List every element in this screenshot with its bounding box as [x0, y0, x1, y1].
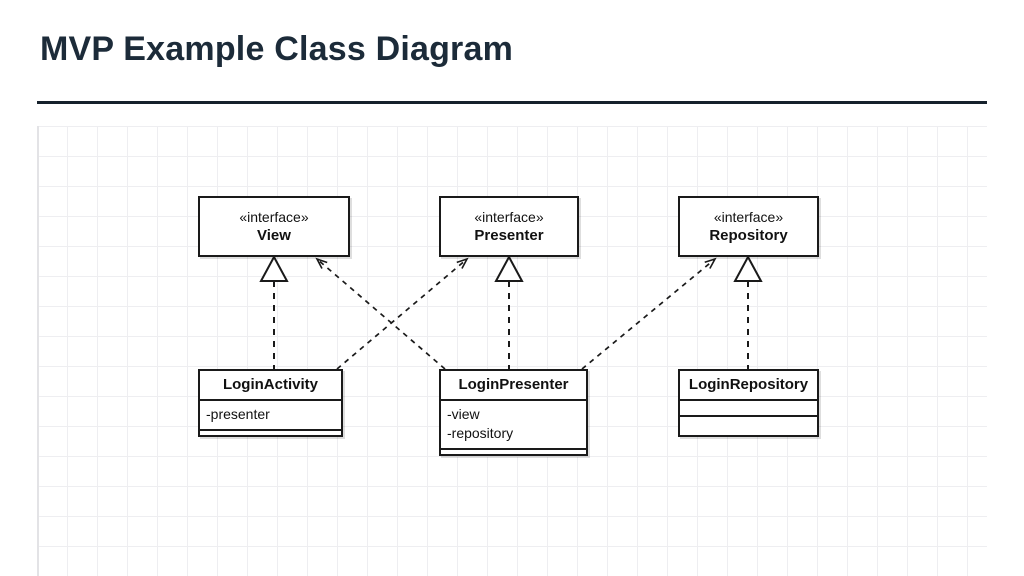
class-attributes: -view -repository: [441, 401, 586, 450]
dependency-loginpresenter-view: [315, 257, 446, 370]
class-operations: [441, 450, 586, 462]
interface-name: View: [257, 227, 291, 244]
class-node-loginpresenter[interactable]: LoginPresenter -view -repository: [439, 369, 588, 456]
connector-layer: Presenter --> View --> Repository -->: [259, 254, 763, 370]
canvas-left-edge: [37, 126, 39, 576]
dependency-loginactivity-presenter: [336, 257, 469, 370]
page-title: MVP Example Class Diagram: [40, 30, 514, 68]
realization-loginpresenter-presenter: [494, 254, 524, 369]
interface-node-presenter[interactable]: «interface» Presenter: [439, 196, 579, 257]
class-attribute: -presenter: [206, 406, 270, 422]
class-node-loginactivity[interactable]: LoginActivity -presenter: [198, 369, 343, 437]
interface-node-view[interactable]: «interface» View: [198, 196, 350, 257]
class-operations: [200, 431, 341, 443]
class-attributes: -presenter: [200, 401, 341, 431]
interface-node-repository[interactable]: «interface» Repository: [678, 196, 819, 257]
class-node-loginrepository[interactable]: LoginRepository: [678, 369, 819, 437]
interface-stereotype: «interface»: [474, 209, 544, 225]
title-divider: [37, 101, 987, 104]
class-name: LoginRepository: [680, 371, 817, 401]
class-attributes: [680, 401, 817, 417]
interface-stereotype: «interface»: [713, 209, 784, 225]
realization-loginactivity-view: [259, 254, 289, 369]
class-operations: [680, 417, 817, 441]
interface-stereotype: «interface»: [239, 209, 309, 225]
class-name: LoginPresenter: [441, 371, 586, 401]
dependency-loginpresenter-repository: [581, 257, 717, 370]
realization-loginrepository-repository: [733, 254, 763, 369]
interface-name: Repository: [709, 227, 788, 244]
class-name: LoginActivity: [200, 371, 341, 401]
class-attribute: -view: [447, 406, 480, 422]
diagram-canvas: Presenter --> View --> Repository --> «i…: [37, 126, 987, 576]
class-attribute: -repository: [447, 425, 514, 441]
interface-name: Presenter: [474, 227, 544, 244]
